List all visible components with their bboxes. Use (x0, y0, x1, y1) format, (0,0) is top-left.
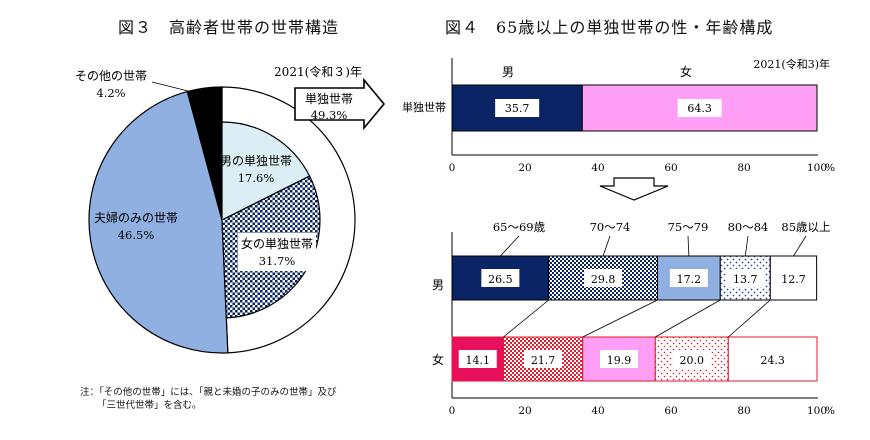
axis-tick-label: 0 (449, 162, 456, 174)
age-bar-segment (769, 255, 818, 301)
top-bar-value-box (677, 99, 722, 117)
pie-year-label: 2021(令和３)年 (274, 64, 362, 79)
footnote-line-2: 「三世代世帯」を含む。 (97, 400, 202, 411)
female-single-label-box (238, 233, 316, 271)
single-label: 単独世帯 (305, 92, 353, 106)
female-single-value: 31.7% (259, 254, 296, 268)
row-label-male: 男 (432, 278, 444, 292)
axis-tick-label: 20 (518, 162, 531, 174)
age-stacked-bars: 26.5 29.8 17.2 13.7 12.7 14.1 21.7 19.9 20.0 24.3 (451, 255, 818, 382)
age-bar-value-label: 14.1 (465, 354, 490, 367)
axis-tick-label: 100 (807, 162, 827, 174)
age-bar-value-box (599, 350, 638, 368)
age-leader-lines (500, 235, 807, 257)
age-bar-value-box (669, 269, 708, 287)
age-bar-value-box (726, 269, 765, 287)
age-leader-line (602, 235, 611, 257)
single-callout-arrow (294, 77, 386, 131)
bottom-axis-ticks: 0 20 40 60 80 100% (449, 405, 835, 417)
age-bar-value-box (672, 350, 711, 368)
top-row-label: 単独世帯 (402, 100, 446, 114)
axis-tick-label: 80 (737, 405, 750, 417)
age-leader-line (687, 235, 690, 257)
top-stacked-bar: 35.7 64.3 (451, 84, 818, 132)
other-label: その他の世帯 (75, 69, 147, 83)
axis-tick-label: 60 (664, 405, 677, 417)
age-bar-value-label: 17.2 (677, 273, 702, 286)
age-leader-line (500, 235, 520, 257)
down-arrow (599, 177, 669, 201)
age-label-80-84: 80～84 (728, 220, 769, 234)
axis-tick-label: 100 (807, 405, 827, 417)
single-value: 49.3% (311, 108, 348, 122)
right-chart-title: 図４ 65歳以上の単独世帯の性・年齢構成 (445, 18, 774, 37)
age-bar-segment (727, 336, 818, 382)
footnote-line-1: 注：「その他の世帯」には、「親と未婚の子のみの世帯」及び (80, 387, 337, 398)
age-bar-value-label: 26.5 (488, 273, 513, 286)
age-bar-value-label: 24.3 (760, 354, 785, 367)
age-label-85plus: 85歳以上 (781, 220, 830, 234)
segment-connector-line (728, 299, 771, 338)
axis-unit-label: % (825, 162, 835, 174)
female-single-label: 女の単独世帯 (241, 236, 313, 251)
couple-label: 夫婦のみの世帯 (94, 210, 178, 225)
axis-unit-label: % (825, 405, 835, 417)
segment-connectors (503, 299, 771, 338)
top-bar-value-label: 35.7 (505, 102, 530, 115)
age-label-70-74: 70～74 (590, 220, 631, 234)
segment-connector-line (655, 299, 721, 338)
age-bar-value-label: 29.8 (591, 273, 616, 286)
age-bar-value-label: 21.7 (531, 354, 556, 367)
top-bar-value-box (495, 99, 540, 117)
age-bar-value-box (584, 269, 623, 287)
slice-male-single (221, 121, 311, 221)
segment-connector-line (503, 299, 549, 338)
top-axis-ticks: 0 20 40 60 80 100% (449, 162, 835, 174)
age-leader-line (744, 235, 749, 257)
sex-label-female: 女 (680, 64, 692, 79)
age-label-65-69: 65～69歳 (493, 220, 546, 234)
top-year-label: 2021(令和3)年 (753, 57, 830, 71)
left-chart-title: 図３ 高齢者世帯の世帯構造 (118, 18, 340, 37)
axis-tick-label: 0 (449, 405, 456, 417)
household-structure-pie: 2021(令和３)年 その他の世帯 4.2% 単独世帯 49.3% 男の単独世帯… (75, 64, 386, 354)
axis-tick-label: 40 (591, 405, 604, 417)
age-bar-value-box (481, 269, 520, 287)
top-bar-value-label: 64.3 (687, 102, 712, 115)
slice-other (186, 86, 223, 221)
male-single-value: 17.6% (238, 171, 275, 185)
slice-couple (88, 90, 229, 354)
age-leader-line (793, 235, 807, 257)
couple-value: 46.5% (118, 228, 155, 242)
axis-tick-label: 40 (591, 162, 604, 174)
age-bar-value-box (524, 350, 563, 368)
row-label-female: 女 (432, 352, 444, 367)
age-bar-value-label: 19.9 (607, 354, 632, 367)
axis-tick-label: 60 (664, 162, 677, 174)
sex-label-male: 男 (502, 65, 514, 79)
male-single-label: 男の単独世帯 (220, 154, 292, 168)
axis-tick-label: 80 (737, 162, 750, 174)
age-bar-value-label: 13.7 (733, 273, 758, 286)
segment-connector-line (582, 299, 658, 338)
other-value: 4.2% (96, 86, 125, 100)
footnote: 注：「その他の世帯」には、「親と未婚の子のみの世帯」及び 「三世代世帯」を含む。 (80, 386, 337, 412)
age-label-75-79: 75～79 (668, 220, 709, 234)
axis-tick-label: 20 (518, 405, 531, 417)
age-bar-value-box (458, 350, 497, 368)
age-bar-value-label: 12.7 (781, 273, 806, 286)
age-bar-value-label: 20.0 (680, 354, 705, 367)
other-leader-line (151, 81, 193, 93)
